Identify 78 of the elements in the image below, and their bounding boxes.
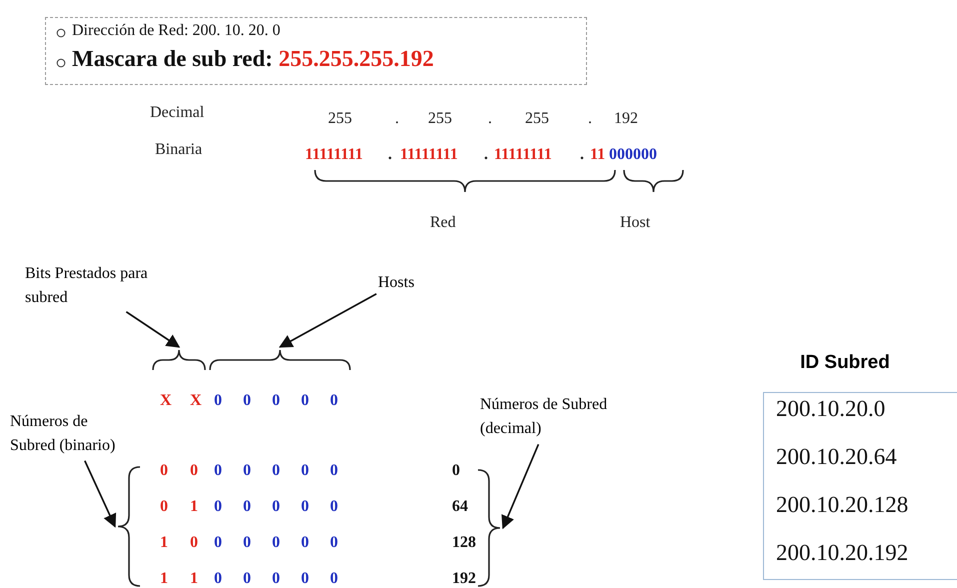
bit-digit: 0	[301, 498, 309, 516]
bit-digit: 0	[243, 462, 251, 480]
value-text: .	[588, 110, 592, 128]
binary-octet: .	[580, 146, 584, 164]
bit-digit: X	[190, 392, 202, 410]
arrow	[126, 311, 180, 348]
subnet-id: 200.10.20.128	[776, 492, 908, 518]
bit-digit: 0	[214, 392, 222, 410]
callout-text: Hosts	[378, 274, 414, 292]
bit-digit: 1	[190, 570, 198, 588]
bit-digit: 0	[272, 462, 280, 480]
subnet-decimal: 192	[452, 570, 476, 588]
bit-digit: 0	[301, 392, 309, 410]
brace-label: Host	[620, 214, 650, 232]
binary-octet: .	[388, 146, 392, 164]
bit-digit: 0	[301, 462, 309, 480]
bit-digit: 0	[330, 498, 338, 516]
arrow	[278, 293, 377, 348]
binary-octet: 11	[590, 146, 606, 164]
bit-digit: 1	[160, 570, 168, 588]
callout-text: Bits Prestados para subred	[25, 262, 150, 310]
binary-octet: 11111111	[494, 146, 552, 164]
bit-digit: 0	[214, 570, 222, 588]
brace-label: Red	[430, 214, 456, 232]
curly-brace	[478, 469, 501, 587]
bit-digit: 0	[160, 462, 168, 480]
subnet-id: 200.10.20.0	[776, 396, 886, 422]
curly-brace	[209, 349, 351, 370]
subnet-id: 200.10.20.192	[776, 540, 908, 566]
bit-digit: 0	[243, 392, 251, 410]
bullet-text: Dirección de Red: 200. 10. 20. 0	[72, 22, 280, 40]
callout-text: Números de Subred (binario)	[10, 410, 135, 458]
binary-octet: 11111111	[400, 146, 458, 164]
arrow	[84, 460, 116, 528]
binary-octet: .	[484, 146, 488, 164]
bit-digit: 0	[330, 570, 338, 588]
bit-digit: 0	[272, 570, 280, 588]
row-label: Binaria	[155, 141, 202, 159]
bit-digit: 0	[330, 392, 338, 410]
arrow	[502, 444, 540, 530]
bit-digit: 0	[301, 534, 309, 552]
value-text: 255	[428, 110, 452, 128]
bit-digit: 0	[190, 534, 198, 552]
curly-brace	[152, 349, 206, 370]
row-label: Decimal	[150, 104, 204, 122]
binary-octet: 000000	[609, 146, 657, 164]
value-text: .	[395, 110, 399, 128]
callout-text: Números de Subred (decimal)	[480, 393, 620, 441]
bit-digit: 0	[330, 462, 338, 480]
panel-heading: ID Subred	[799, 352, 891, 374]
bit-digit: 0	[214, 534, 222, 552]
bullet-text: Mascara de sub red: 255.255.255.192	[72, 46, 434, 72]
bit-digit: 0	[243, 498, 251, 516]
subnet-decimal: 64	[452, 498, 468, 516]
bit-digit: X	[160, 392, 172, 410]
bit-digit: 0	[272, 498, 280, 516]
value-text: 255	[328, 110, 352, 128]
bit-digit: 0	[214, 462, 222, 480]
bit-digit: 1	[160, 534, 168, 552]
value-text: .	[488, 110, 492, 128]
bit-digit: 0	[243, 534, 251, 552]
value-text: 192	[614, 110, 638, 128]
bit-digit: 0	[190, 462, 198, 480]
curly-brace	[117, 466, 140, 587]
text-box	[45, 17, 587, 85]
value-text: 255	[525, 110, 549, 128]
bit-digit: 0	[272, 534, 280, 552]
subnet-decimal: 128	[452, 534, 476, 552]
bit-digit: 0	[301, 570, 309, 588]
subnet-decimal: 0	[452, 462, 460, 480]
subnet-id: 200.10.20.64	[776, 444, 897, 470]
bit-digit: 0	[272, 392, 280, 410]
bit-digit: 0	[160, 498, 168, 516]
bit-digit: 0	[214, 498, 222, 516]
bit-digit: 0	[243, 570, 251, 588]
bit-digit: 0	[330, 534, 338, 552]
binary-octet: 11111111	[305, 146, 363, 164]
bit-digit: 1	[190, 498, 198, 516]
